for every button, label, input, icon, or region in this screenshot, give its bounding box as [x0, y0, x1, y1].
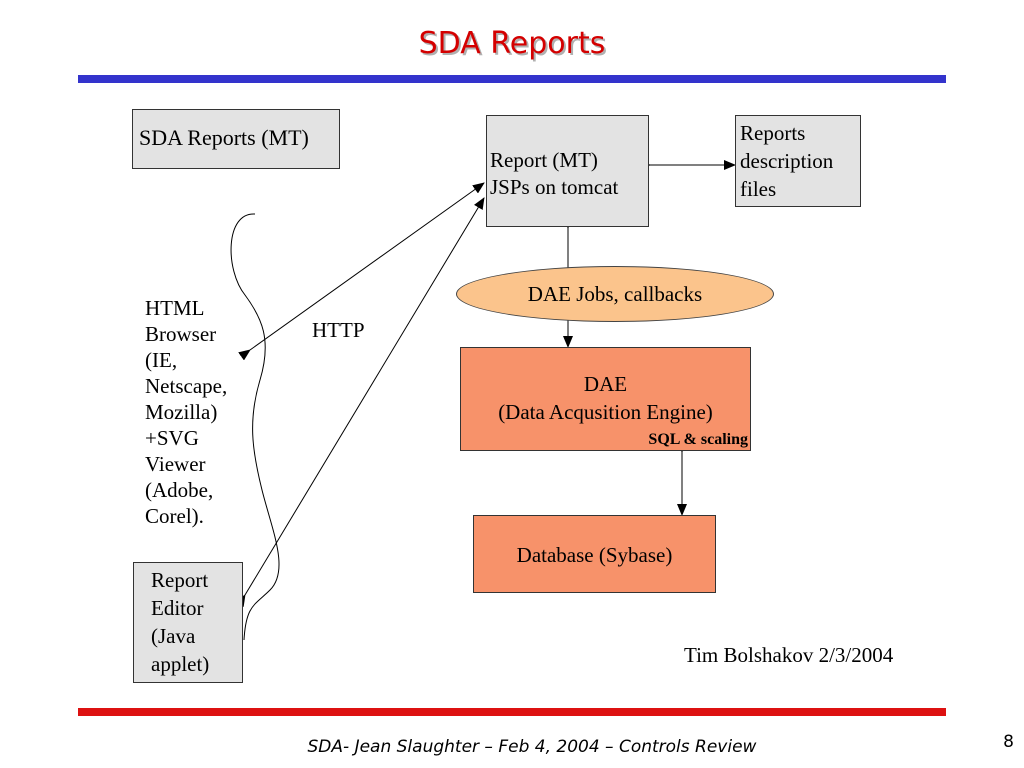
- sda-reports-mt-box: SDA Reports (MT): [132, 109, 340, 169]
- database-label: Database (Sybase): [516, 543, 673, 567]
- browser-line: Mozilla): [145, 400, 218, 424]
- sql-scaling-label: SQL & scaling: [648, 431, 748, 448]
- report-mt-line1: Report (MT): [490, 148, 598, 172]
- report-mt-box: Report (MT) JSPs on tomcat: [486, 115, 649, 227]
- dae-jobs-label: DAE Jobs, callbacks: [527, 282, 703, 306]
- browser-line: Netscape,: [145, 374, 228, 398]
- report-mt-line2: JSPs on tomcat: [490, 175, 619, 199]
- slide-footer: SDA- Jean Slaughter – Feb 4, 2004 – Cont…: [307, 737, 757, 757]
- top-divider: [78, 75, 946, 83]
- html-browser-text: HTML Browser (IE, Netscape, Mozilla) +SV…: [145, 295, 227, 529]
- browser-line: (IE,: [145, 348, 178, 372]
- dae-jobs-ellipse: DAE Jobs, callbacks: [456, 266, 774, 322]
- reports-description-line2: description: [740, 149, 834, 173]
- page-number: 8: [1003, 732, 1014, 752]
- sda-reports-mt-label: SDA Reports (MT): [139, 125, 309, 150]
- browser-line: +SVG: [145, 426, 199, 450]
- dae-subtitle: (Data Acqusition Engine): [498, 400, 713, 424]
- arrow-editor-report: [235, 197, 485, 608]
- client-grouping-curve: [230, 213, 280, 641]
- reports-description-line3: files: [740, 177, 777, 201]
- bottom-divider: [78, 708, 946, 716]
- http-label: HTTP: [312, 318, 365, 342]
- browser-line: HTML: [145, 296, 205, 320]
- slide-title: SDA Reports: [418, 26, 606, 61]
- reports-description-line1: Reports: [740, 121, 806, 145]
- browser-line: Browser: [145, 322, 217, 346]
- browser-line: Viewer: [145, 452, 206, 476]
- browser-line: Corel).: [145, 504, 204, 528]
- author-note: Tim Bolshakov 2/3/2004: [684, 643, 894, 667]
- arrow-browser-report: [238, 182, 485, 361]
- report-editor-line3: (Java: [151, 624, 196, 648]
- dae-box: DAE (Data Acqusition Engine) SQL & scali…: [460, 347, 751, 451]
- report-editor-line1: Report: [151, 568, 209, 592]
- report-editor-line4: applet): [151, 652, 210, 676]
- report-editor-line2: Editor: [151, 596, 204, 620]
- dae-title: DAE: [583, 372, 628, 396]
- database-box: Database (Sybase): [473, 515, 716, 593]
- report-editor-box: Report Editor (Java applet): [133, 562, 243, 683]
- reports-description-box: Reports description files: [735, 115, 861, 207]
- browser-line: (Adobe,: [145, 478, 214, 502]
